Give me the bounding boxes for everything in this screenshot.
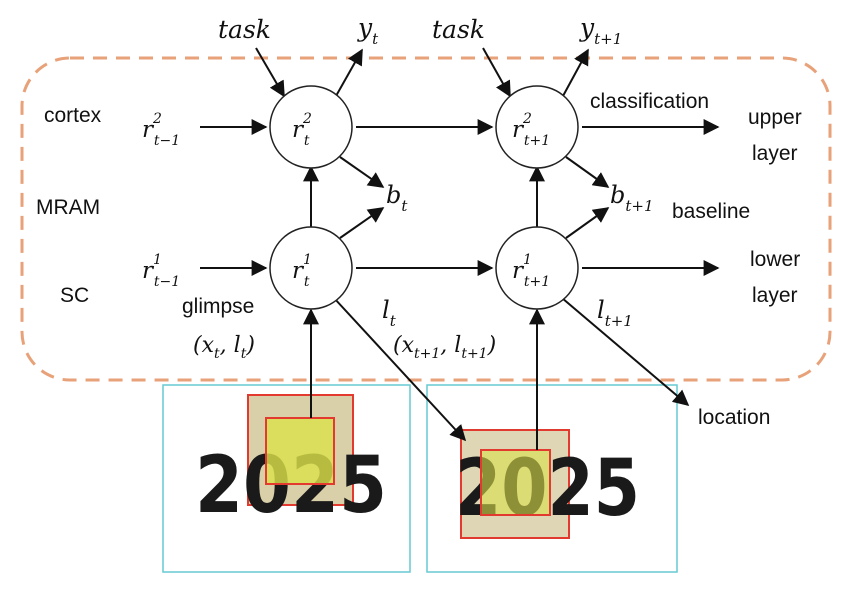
baseline-arrow-from-upper-t1 [565, 156, 610, 188]
node-r1-t1 [495, 226, 579, 310]
output-y-t-label: yt [357, 13, 379, 48]
input-panel-t1 [426, 384, 678, 573]
upper-label: upper [748, 106, 802, 129]
classification-label: classification [590, 90, 709, 113]
baseline-label: baseline [672, 200, 750, 223]
baseline-arrow-from-upper-t [339, 156, 385, 188]
output-arrow-t1 [562, 48, 589, 97]
glimpse-inner-patch-t1 [480, 449, 551, 516]
node-r2-t1 [495, 85, 579, 169]
location-l-t-label: lt [382, 296, 397, 330]
output-y-t1-label: yt+1 [579, 13, 622, 48]
location-label: location [698, 406, 770, 429]
task-label-t: task [218, 15, 271, 44]
location-l-t1-label: lt+1 [597, 296, 633, 330]
baseline-b-t-label: bt [386, 181, 408, 215]
output-arrow-t [335, 48, 363, 97]
baseline-arrow-from-lower-t [339, 207, 385, 239]
node-r1-t [269, 226, 353, 310]
mram-label: MRAM [36, 196, 100, 219]
upper-layer-label: layer [752, 142, 798, 165]
glimpse-tuple-t: (xt, lt) [193, 333, 255, 362]
task-label-t1: task [432, 15, 485, 44]
lower-layer-label: layer [752, 284, 798, 307]
location-arrow-t [333, 297, 467, 442]
sc-label: SC [60, 284, 89, 307]
lower-label: lower [750, 248, 800, 271]
task-arrow-t [255, 47, 285, 98]
baseline-b-t1-label: bt+1 [610, 181, 654, 215]
input-panel-t [162, 384, 411, 573]
model-boundary [20, 56, 832, 382]
glimpse-inner-patch-t [265, 417, 335, 485]
task-arrow-t1 [482, 47, 511, 98]
node-r2-t [269, 85, 353, 169]
glimpse-tuple-t1: (xt+1, lt+1) [393, 333, 496, 362]
cortex-label: cortex [44, 104, 102, 127]
location-arrow-t1 [561, 297, 690, 407]
baseline-arrow-from-lower-t1 [565, 207, 610, 239]
glimpse-label: glimpse [182, 295, 254, 318]
